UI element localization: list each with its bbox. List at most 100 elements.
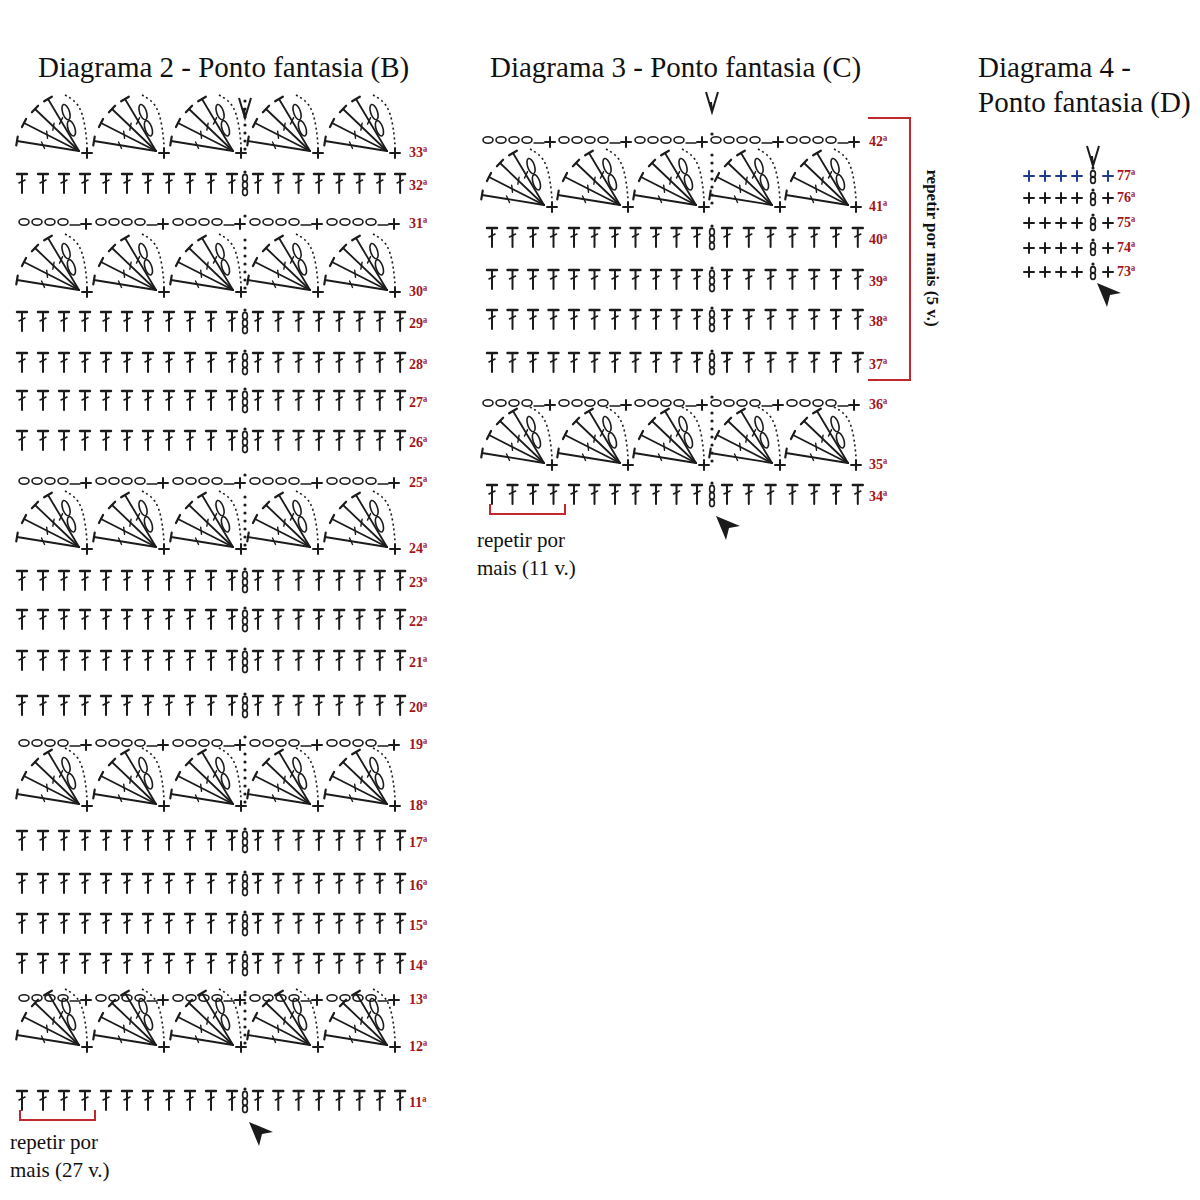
stitch-line — [336, 616, 342, 619]
stitch-line — [38, 352, 48, 354]
chain-symbol — [291, 997, 303, 1014]
stitch-line — [277, 391, 279, 410]
stitch-line — [676, 172, 679, 179]
stitch-line — [166, 616, 172, 619]
chain-symbol — [243, 845, 248, 852]
stitch-line — [257, 1091, 259, 1110]
stitch-line — [229, 397, 235, 400]
stitch-line — [44, 991, 52, 996]
stitch-line — [61, 657, 67, 660]
stitch-line — [509, 151, 517, 156]
chain-symbol — [243, 438, 248, 445]
stitch-line — [324, 276, 325, 285]
stitch-line — [355, 390, 365, 392]
slip-stitch-dot — [243, 519, 246, 522]
stitch-line — [22, 258, 26, 266]
chain-arc — [530, 407, 552, 457]
stitch-line — [355, 570, 365, 572]
stitch-line — [361, 1017, 362, 1024]
stitch-line — [833, 234, 839, 237]
stitch-line — [59, 953, 69, 955]
stitch-line — [231, 1091, 233, 1110]
stitch-line — [86, 287, 88, 297]
chain-symbol — [826, 137, 836, 143]
stitch-line — [356, 752, 387, 804]
stitch-line — [257, 696, 259, 715]
stitch-line — [791, 310, 793, 329]
stitch-line — [357, 616, 363, 619]
stitch-line — [206, 830, 216, 832]
stitch-line — [80, 570, 90, 572]
stitch-line — [610, 352, 620, 354]
chain-symbol — [66, 1014, 78, 1031]
stitch-line — [530, 276, 536, 279]
stitch-line — [84, 1091, 86, 1110]
stitch-line — [122, 650, 132, 652]
stitch-line — [229, 616, 235, 619]
stitch-line — [833, 316, 839, 319]
stitch-line — [340, 1000, 346, 1007]
stitch-line — [186, 502, 192, 509]
chain-symbol — [737, 400, 747, 406]
stitch-line — [231, 914, 233, 933]
stitch-line — [136, 771, 139, 778]
chain-symbol — [220, 516, 232, 533]
stitch-line — [791, 228, 793, 247]
slip-stitch-dot — [243, 308, 246, 311]
stitch-line — [674, 359, 680, 362]
stitch-line — [696, 270, 698, 289]
stitch-line — [103, 318, 109, 321]
chain-symbol — [572, 137, 582, 143]
stitch-line — [674, 234, 680, 237]
stitch-line — [631, 309, 641, 311]
stitch-line — [147, 353, 149, 372]
stitch-line — [735, 454, 738, 461]
chain-symbol — [243, 571, 248, 578]
stitch-line — [694, 276, 700, 279]
stitch-line — [655, 485, 657, 504]
stitch-line — [528, 484, 538, 486]
stitch-line — [240, 1042, 242, 1052]
stitch-line — [185, 390, 195, 392]
stitch-line — [828, 430, 831, 437]
stitch-line — [145, 657, 151, 660]
stitch-line — [84, 312, 86, 331]
stitch-line — [189, 391, 191, 410]
stitch-line — [534, 142, 544, 143]
stitch-line — [741, 153, 772, 205]
stitch-line — [399, 874, 401, 893]
chain-symbol — [243, 1098, 248, 1105]
stitch-line — [103, 397, 109, 400]
chain-symbol — [243, 367, 248, 374]
stitch-line — [53, 776, 54, 783]
stitch-line — [296, 180, 302, 183]
stitch-line — [253, 258, 257, 266]
stitch-line — [61, 880, 67, 883]
stitch-line — [19, 359, 25, 362]
stitch-line — [316, 960, 322, 963]
stitch-line — [101, 913, 111, 915]
stitch-line — [676, 353, 678, 372]
stitch-line — [42, 610, 44, 629]
chain-symbol — [710, 270, 715, 277]
stitch-line — [367, 771, 370, 778]
stitch-line — [206, 913, 216, 915]
chain-symbol — [212, 740, 222, 746]
stitch-line — [336, 1097, 342, 1100]
slip-stitch-dot — [243, 427, 246, 430]
stitch-line — [93, 790, 94, 799]
stitch-line — [208, 702, 214, 705]
chain-symbol — [598, 137, 608, 143]
stitch-line — [375, 830, 385, 832]
stitch-line — [63, 610, 65, 629]
stitch-line — [147, 651, 149, 670]
slip-stitch-dot — [243, 131, 246, 134]
stitch-line — [275, 657, 281, 660]
stitch-line — [631, 352, 641, 354]
stitch-line — [164, 1090, 174, 1092]
stitch-line — [121, 493, 129, 498]
stitch-line — [518, 435, 519, 442]
stitch-line — [80, 173, 90, 175]
stitch-line — [273, 1090, 283, 1092]
slip-stitch-dot — [243, 692, 246, 695]
